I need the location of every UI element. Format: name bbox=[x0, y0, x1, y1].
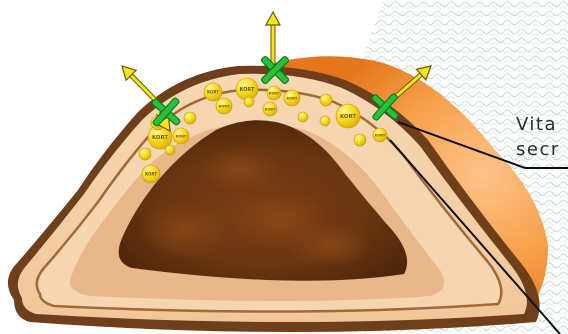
kort-droplet: KORT bbox=[373, 128, 387, 142]
kort-droplet bbox=[244, 97, 254, 107]
kort-droplet: KORT bbox=[204, 83, 222, 101]
kort-droplet-label: KORT bbox=[375, 133, 386, 137]
callout-label: Vita secr bbox=[516, 112, 560, 162]
kort-droplet: KORT bbox=[236, 78, 258, 100]
kort-droplet bbox=[320, 116, 330, 126]
kort-droplet bbox=[139, 148, 151, 160]
kort-droplet: KORT bbox=[142, 165, 160, 183]
kort-droplet: KORT bbox=[267, 86, 281, 100]
callout-line-2: secr bbox=[516, 137, 560, 162]
kort-droplet-label: KORT bbox=[145, 172, 157, 177]
kort-droplet bbox=[320, 94, 332, 106]
kort-droplet-label: KORT bbox=[269, 91, 280, 95]
kort-droplet-label: KORT bbox=[219, 104, 230, 108]
kort-droplet-label: KORT bbox=[240, 87, 255, 93]
kort-droplet-label: KORT bbox=[207, 90, 219, 95]
kort-droplet-label: KORT bbox=[265, 107, 276, 111]
kort-droplet: KORT bbox=[336, 104, 360, 128]
kort-droplet: KORT bbox=[284, 90, 300, 106]
kort-droplet-label: KORT bbox=[287, 96, 298, 100]
kort-droplet bbox=[298, 112, 308, 122]
kort-droplet bbox=[354, 134, 366, 146]
kort-droplet: KORT bbox=[216, 98, 232, 114]
kort-droplet: KORT bbox=[173, 128, 189, 144]
callout-line-1: Vita bbox=[516, 112, 560, 137]
kort-droplet bbox=[184, 112, 196, 124]
kort-droplet-label: KORT bbox=[176, 134, 187, 138]
kort-droplet: KORT bbox=[263, 102, 277, 116]
kort-droplet-label: KORT bbox=[340, 114, 356, 120]
kort-droplet-label: KORT bbox=[152, 135, 168, 141]
kort-droplet bbox=[165, 145, 175, 155]
